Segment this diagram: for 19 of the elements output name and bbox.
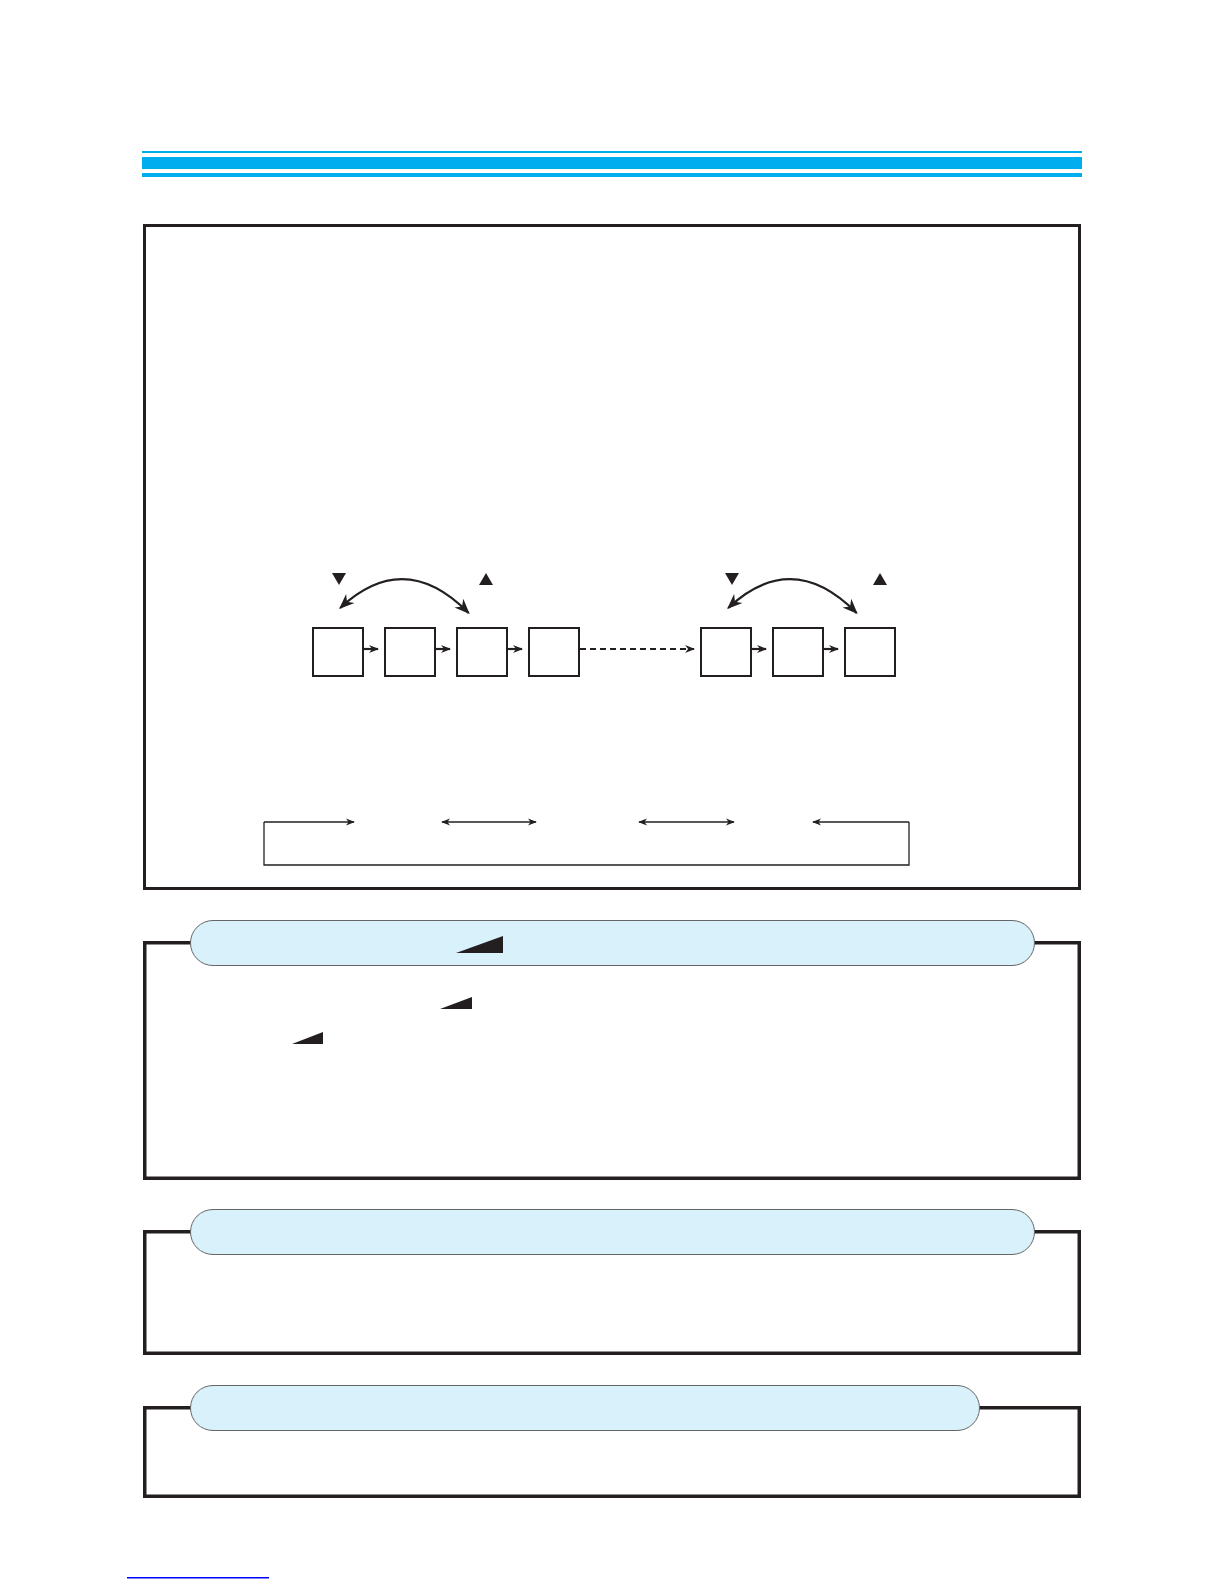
- square-box: [384, 627, 436, 677]
- arrow: [752, 645, 767, 653]
- dashed-arrow: [580, 645, 695, 653]
- curved-double-arrow: [727, 578, 858, 615]
- square-box: [456, 627, 508, 677]
- curved-double-arrow: [339, 578, 470, 615]
- arrow: [364, 645, 379, 653]
- square-box: [772, 627, 824, 677]
- arrow: [508, 645, 523, 653]
- square-box: [700, 627, 752, 677]
- square-box: [312, 627, 364, 677]
- panel-frame: [143, 1385, 1081, 1498]
- arrow: [436, 645, 451, 653]
- panel-frame: [143, 1209, 1081, 1355]
- square-box: [844, 627, 896, 677]
- panel-frame: [143, 224, 1081, 890]
- arrow: [824, 645, 839, 653]
- panel-frame: [143, 920, 1081, 1180]
- square-box: [528, 627, 580, 677]
